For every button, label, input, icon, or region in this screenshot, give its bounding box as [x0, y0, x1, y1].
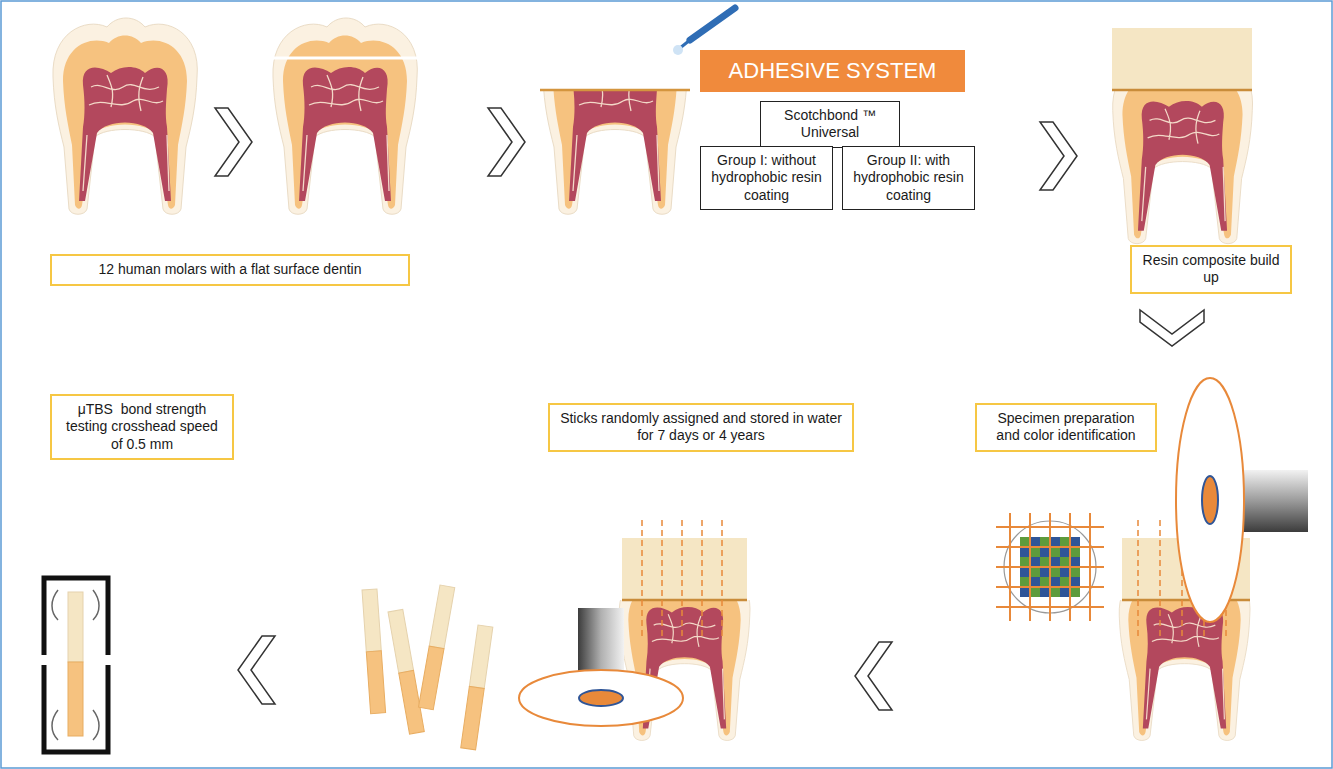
flat-molar — [1119, 600, 1250, 740]
sticks — [362, 585, 493, 750]
step-label: Specimen preparation and color identific… — [975, 403, 1157, 452]
step-chevron — [215, 108, 252, 176]
adhesive-layer — [540, 89, 690, 92]
diamond-saw — [519, 670, 683, 726]
step-chevron — [1140, 310, 1204, 346]
cut-line — [268, 57, 422, 60]
node-text: Sticks randomly assigned and stored in w… — [557, 410, 845, 445]
step-chevron — [855, 642, 892, 710]
composite-block — [622, 538, 747, 600]
step-label: Resin composite build up — [1130, 245, 1292, 294]
flat-molar — [543, 90, 687, 214]
step-label: Sticks randomly assigned and stored in w… — [548, 403, 854, 452]
molar — [273, 18, 417, 214]
node-text: Specimen preparation and color identific… — [984, 410, 1148, 445]
node-text: ADHESIVE SYSTEM — [708, 57, 957, 85]
composite-block — [1112, 28, 1252, 90]
step-chevron — [238, 636, 275, 704]
group-box: Group I: without hydrophobic resin coati… — [700, 146, 833, 211]
applicator-brush — [673, 8, 735, 55]
node-text: μTBS bond strength testing crosshead spe… — [59, 401, 225, 454]
product-box: Scotchbond ™ Universal — [760, 101, 900, 148]
node-text: Scotchbond ™ Universal — [768, 107, 892, 142]
molar — [53, 18, 197, 214]
step-label: 12 human molars with a flat surface dent… — [50, 254, 410, 286]
step-chevron — [1040, 122, 1077, 190]
diamond-saw — [1176, 378, 1244, 622]
node-text: 12 human molars with a flat surface dent… — [59, 261, 401, 279]
node-text: Group I: without hydrophobic resin coati… — [708, 152, 825, 205]
flat-molar — [1113, 90, 1253, 244]
step-chevron — [488, 108, 525, 176]
color-grid — [996, 513, 1104, 621]
step-label: μTBS bond strength testing crosshead spe… — [50, 394, 234, 461]
header-banner: ADHESIVE SYSTEM — [700, 50, 965, 92]
adhesive-layer — [1112, 89, 1252, 92]
node-text: Resin composite build up — [1139, 252, 1283, 287]
test-jig — [44, 578, 108, 752]
node-text: Group II: with hydrophobic resin coating — [850, 152, 967, 205]
cut-lines — [642, 520, 722, 640]
group-box: Group II: with hydrophobic resin coating — [842, 146, 975, 211]
